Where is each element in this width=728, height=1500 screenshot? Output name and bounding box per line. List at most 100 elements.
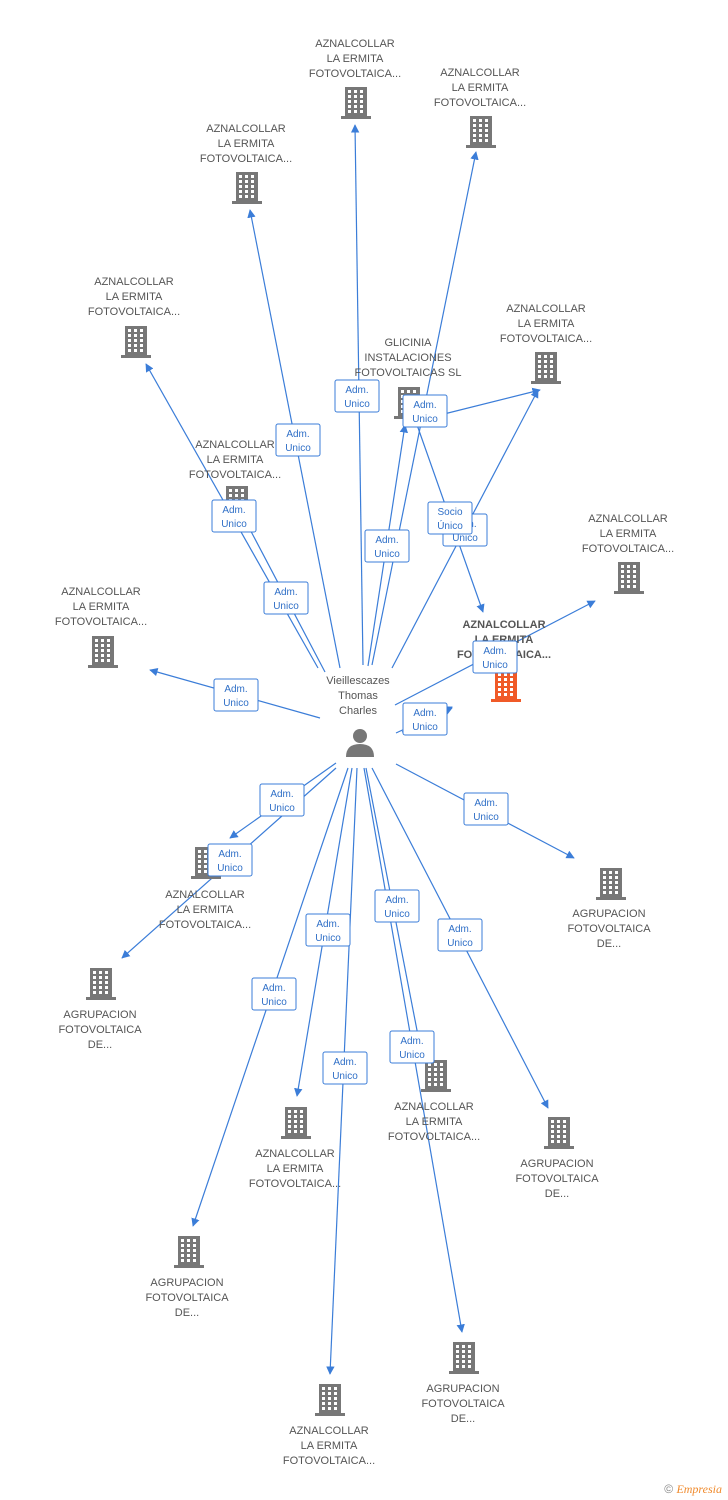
- company-name-line: FOTOVOLTAICA...: [249, 1178, 341, 1190]
- building-icon[interactable]: [86, 968, 116, 1000]
- person-name-line: Thomas: [338, 690, 378, 702]
- building-icon[interactable]: [341, 87, 371, 119]
- edge-label-box[interactable]: [259, 783, 305, 817]
- edge-label-box[interactable]: [263, 581, 309, 615]
- company-name-line: LA ERMITA: [406, 1116, 463, 1128]
- edge-label-text: Unico: [332, 1071, 358, 1082]
- building-icon[interactable]: [174, 1236, 204, 1268]
- company-node-n13[interactable]: AGRUPACIONFOTOVOLTAICADE...: [58, 968, 142, 1051]
- edge-label-center-n2[interactable]: Adm.Unico: [402, 394, 448, 428]
- building-icon[interactable]: [466, 116, 496, 148]
- edge-label-center-n3[interactable]: Adm.Unico: [275, 423, 321, 457]
- edge-label-center-n9[interactable]: Adm.Unico: [213, 678, 259, 712]
- edge-label-text: Unico: [223, 698, 249, 709]
- edge-label-center-n1[interactable]: Adm.Unico: [334, 379, 380, 413]
- edge-label-text: Unico: [473, 812, 499, 823]
- company-name-line: AZNALCOLLAR: [94, 276, 174, 288]
- company-node-n17[interactable]: AGRUPACIONFOTOVOLTAICADE...: [145, 1236, 229, 1319]
- company-name-line: AZNALCOLLAR: [506, 303, 586, 315]
- company-name-line: DE...: [451, 1413, 475, 1425]
- edge-label-center-n11[interactable]: Adm.Unico: [259, 783, 305, 817]
- edge-label-box[interactable]: [402, 394, 448, 428]
- building-icon[interactable]: [121, 326, 151, 358]
- edge-label-text: Unico: [452, 533, 478, 544]
- edge-label-box[interactable]: [472, 640, 518, 674]
- company-name-line: DE...: [545, 1188, 569, 1200]
- company-name-line: AGRUPACION: [572, 908, 645, 920]
- edge-label-box[interactable]: [374, 889, 420, 923]
- edge-label-box[interactable]: [213, 678, 259, 712]
- edge-label-text: Unico: [412, 414, 438, 425]
- company-node-n12[interactable]: AGRUPACION FOTOVOLTAICA DE...: [567, 868, 651, 950]
- edge-label-center-n4[interactable]: Adm.Unico: [211, 499, 257, 533]
- edge-label-text: Unico: [285, 443, 311, 454]
- building-icon[interactable]: [614, 562, 644, 594]
- edge-label-box[interactable]: [427, 501, 473, 535]
- building-icon[interactable]: [315, 1384, 345, 1416]
- company-name-line: FOTOVOLTAICA: [567, 923, 651, 935]
- edge-label-center-n15[interactable]: Adm.Unico: [305, 913, 351, 947]
- edge-label-center-n19[interactable]: Adm.Unico: [322, 1051, 368, 1085]
- company-name-line: FOTOVOLTAICAS SL: [355, 367, 462, 379]
- edge-label-center-n18[interactable]: Adm.Unico: [389, 1030, 435, 1064]
- company-name-line: LA ERMITA: [106, 291, 163, 303]
- edge-label-box[interactable]: [211, 499, 257, 533]
- brand-logo[interactable]: Empresia: [676, 1482, 722, 1496]
- edge-label-box[interactable]: [251, 977, 297, 1011]
- building-icon[interactable]: [544, 1117, 574, 1149]
- building-icon[interactable]: [449, 1342, 479, 1374]
- company-node-n18[interactable]: AGRUPACIONFOTOVOLTAICADE...: [421, 1342, 505, 1425]
- company-name-line: FOTOVOLTAICA: [145, 1292, 229, 1304]
- building-icon[interactable]: [596, 868, 626, 900]
- edge-label-box[interactable]: [322, 1051, 368, 1085]
- edge-label-box[interactable]: [463, 792, 509, 826]
- edge-label-text: Socio: [437, 507, 462, 518]
- company-name-line: LA ERMITA: [301, 1440, 358, 1452]
- edge-label-box[interactable]: [275, 423, 321, 457]
- company-name-line: AZNALCOLLAR: [61, 586, 141, 598]
- company-name-line: LA ERMITA: [600, 528, 657, 540]
- edge-label-box[interactable]: [437, 918, 483, 952]
- edge-label-box[interactable]: [334, 379, 380, 413]
- edge-label-center-n12[interactable]: Adm. Unico: [463, 792, 509, 826]
- building-icon[interactable]: [281, 1107, 311, 1139]
- edge-label-box[interactable]: [389, 1030, 435, 1064]
- building-icon[interactable]: [531, 352, 561, 384]
- edge-label-center-n17[interactable]: Adm.Unico: [251, 977, 297, 1011]
- edge-label-box[interactable]: [305, 913, 351, 947]
- edge-label-box[interactable]: [402, 702, 448, 736]
- edge-label-center-n16[interactable]: Adm.Unico: [437, 918, 483, 952]
- building-icon[interactable]: [421, 1060, 451, 1092]
- edge-label-text: Adm.: [413, 708, 436, 719]
- edge-label-center-n8[interactable]: Adm.Unico: [472, 640, 518, 674]
- company-node-n16[interactable]: AGRUPACIONFOTOVOLTAICADE...: [515, 1117, 599, 1200]
- building-icon[interactable]: [232, 172, 262, 204]
- edge-label-center-n10[interactable]: Adm.Unico: [402, 702, 448, 736]
- company-name-line: DE...: [597, 938, 621, 950]
- company-name-line: LA ERMITA: [218, 138, 275, 150]
- building-icon[interactable]: [88, 636, 118, 668]
- building-icon[interactable]: [491, 670, 521, 702]
- edge-label-center-n6[interactable]: Adm.Unico: [364, 529, 410, 563]
- company-name-line: FOTOVOLTAICA...: [309, 68, 401, 80]
- edge-label-box[interactable]: [364, 529, 410, 563]
- company-name-line: AGRUPACION: [520, 1158, 593, 1170]
- edge-label-center-n14[interactable]: Adm.Unico: [374, 889, 420, 923]
- edge-label-center-n7[interactable]: Adm.Unico: [263, 581, 309, 615]
- edge-label-center-n13[interactable]: Adm.Unico: [207, 843, 253, 877]
- edge-label-box[interactable]: [207, 843, 253, 877]
- edge-label-text: Adm.: [474, 798, 497, 809]
- company-name-line: AZNALCOLLAR: [394, 1101, 474, 1113]
